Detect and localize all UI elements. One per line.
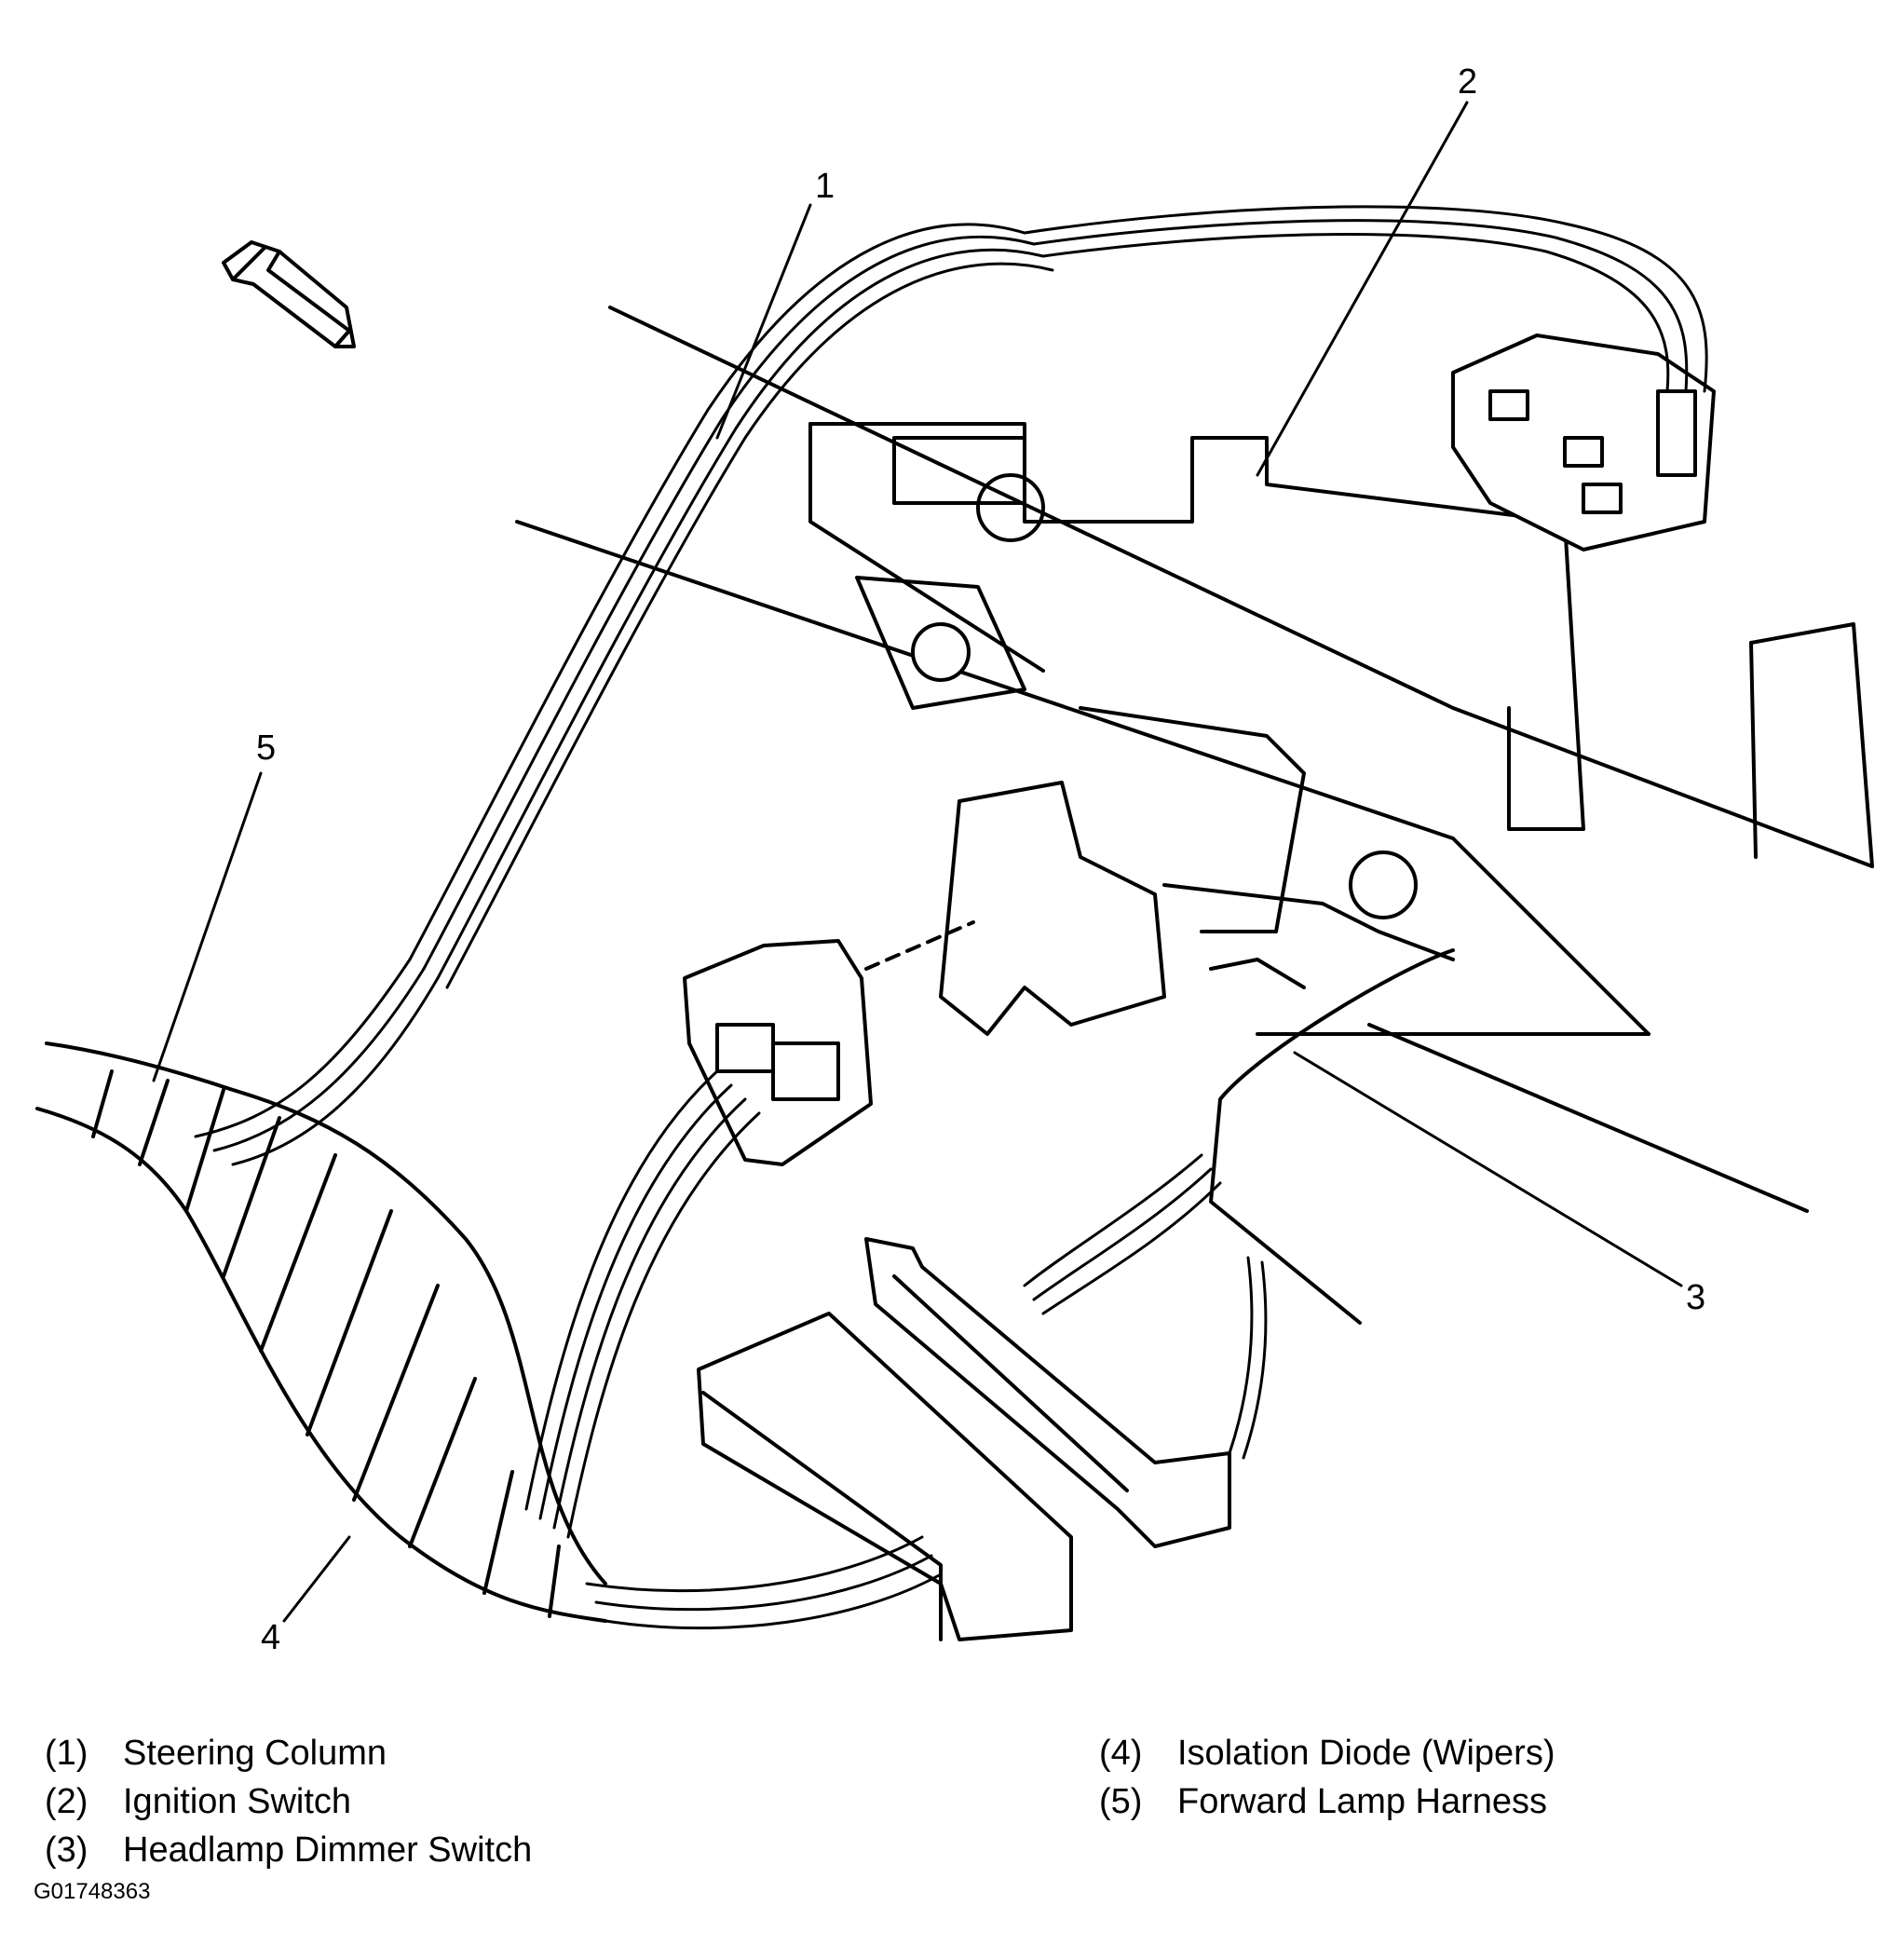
legend-item-headlamp-dimmer-switch: (3) Headlamp Dimmer Switch bbox=[45, 1826, 532, 1874]
legend-number: (2) bbox=[45, 1782, 88, 1821]
legend-item-ignition-switch: (2) Ignition Switch bbox=[45, 1777, 532, 1826]
legend-label: Ignition Switch bbox=[123, 1782, 352, 1821]
leader-lines bbox=[152, 101, 1683, 1623]
dimmer-connector bbox=[683, 920, 975, 1166]
forward-lamp-harness bbox=[35, 1041, 607, 1623]
callout-1: 1 bbox=[815, 167, 835, 206]
isolation-diode-connector bbox=[697, 1237, 1231, 1641]
figure-id: G01748363 bbox=[34, 1879, 151, 1904]
callout-2: 2 bbox=[1458, 62, 1477, 102]
callout-3: 3 bbox=[1686, 1278, 1705, 1317]
legend-item-steering-column: (1) Steering Column bbox=[45, 1729, 532, 1777]
steering-column bbox=[515, 306, 1874, 1325]
legend-right: (4) Isolation Diode (Wipers) (5) Forward… bbox=[1099, 1729, 1555, 1826]
legend-item-forward-lamp-harness: (5) Forward Lamp Harness bbox=[1099, 1777, 1555, 1826]
legend-item-isolation-diode: (4) Isolation Diode (Wipers) bbox=[1099, 1729, 1555, 1777]
ignition-switch bbox=[808, 422, 1585, 831]
wiring-diagram: 1 2 3 4 5 bbox=[35, 62, 1874, 1657]
legend-number: (5) bbox=[1099, 1782, 1143, 1821]
legend-label: Isolation Diode (Wipers) bbox=[1177, 1734, 1555, 1773]
direction-arrow-icon bbox=[222, 240, 356, 348]
legend-label: Headlamp Dimmer Switch bbox=[123, 1831, 533, 1870]
legend-number: (4) bbox=[1099, 1734, 1143, 1773]
legend-number: (3) bbox=[45, 1831, 88, 1870]
callout-4: 4 bbox=[261, 1618, 280, 1657]
headlamp-dimmer-switch bbox=[939, 706, 1455, 1036]
legend-label: Forward Lamp Harness bbox=[1177, 1782, 1548, 1821]
ignition-connector bbox=[1451, 333, 1716, 551]
callout-5: 5 bbox=[256, 728, 276, 768]
legend-left: (1) Steering Column (2) Ignition Switch … bbox=[45, 1729, 532, 1874]
legend-number: (1) bbox=[45, 1734, 88, 1773]
legend-label: Steering Column bbox=[123, 1734, 387, 1773]
